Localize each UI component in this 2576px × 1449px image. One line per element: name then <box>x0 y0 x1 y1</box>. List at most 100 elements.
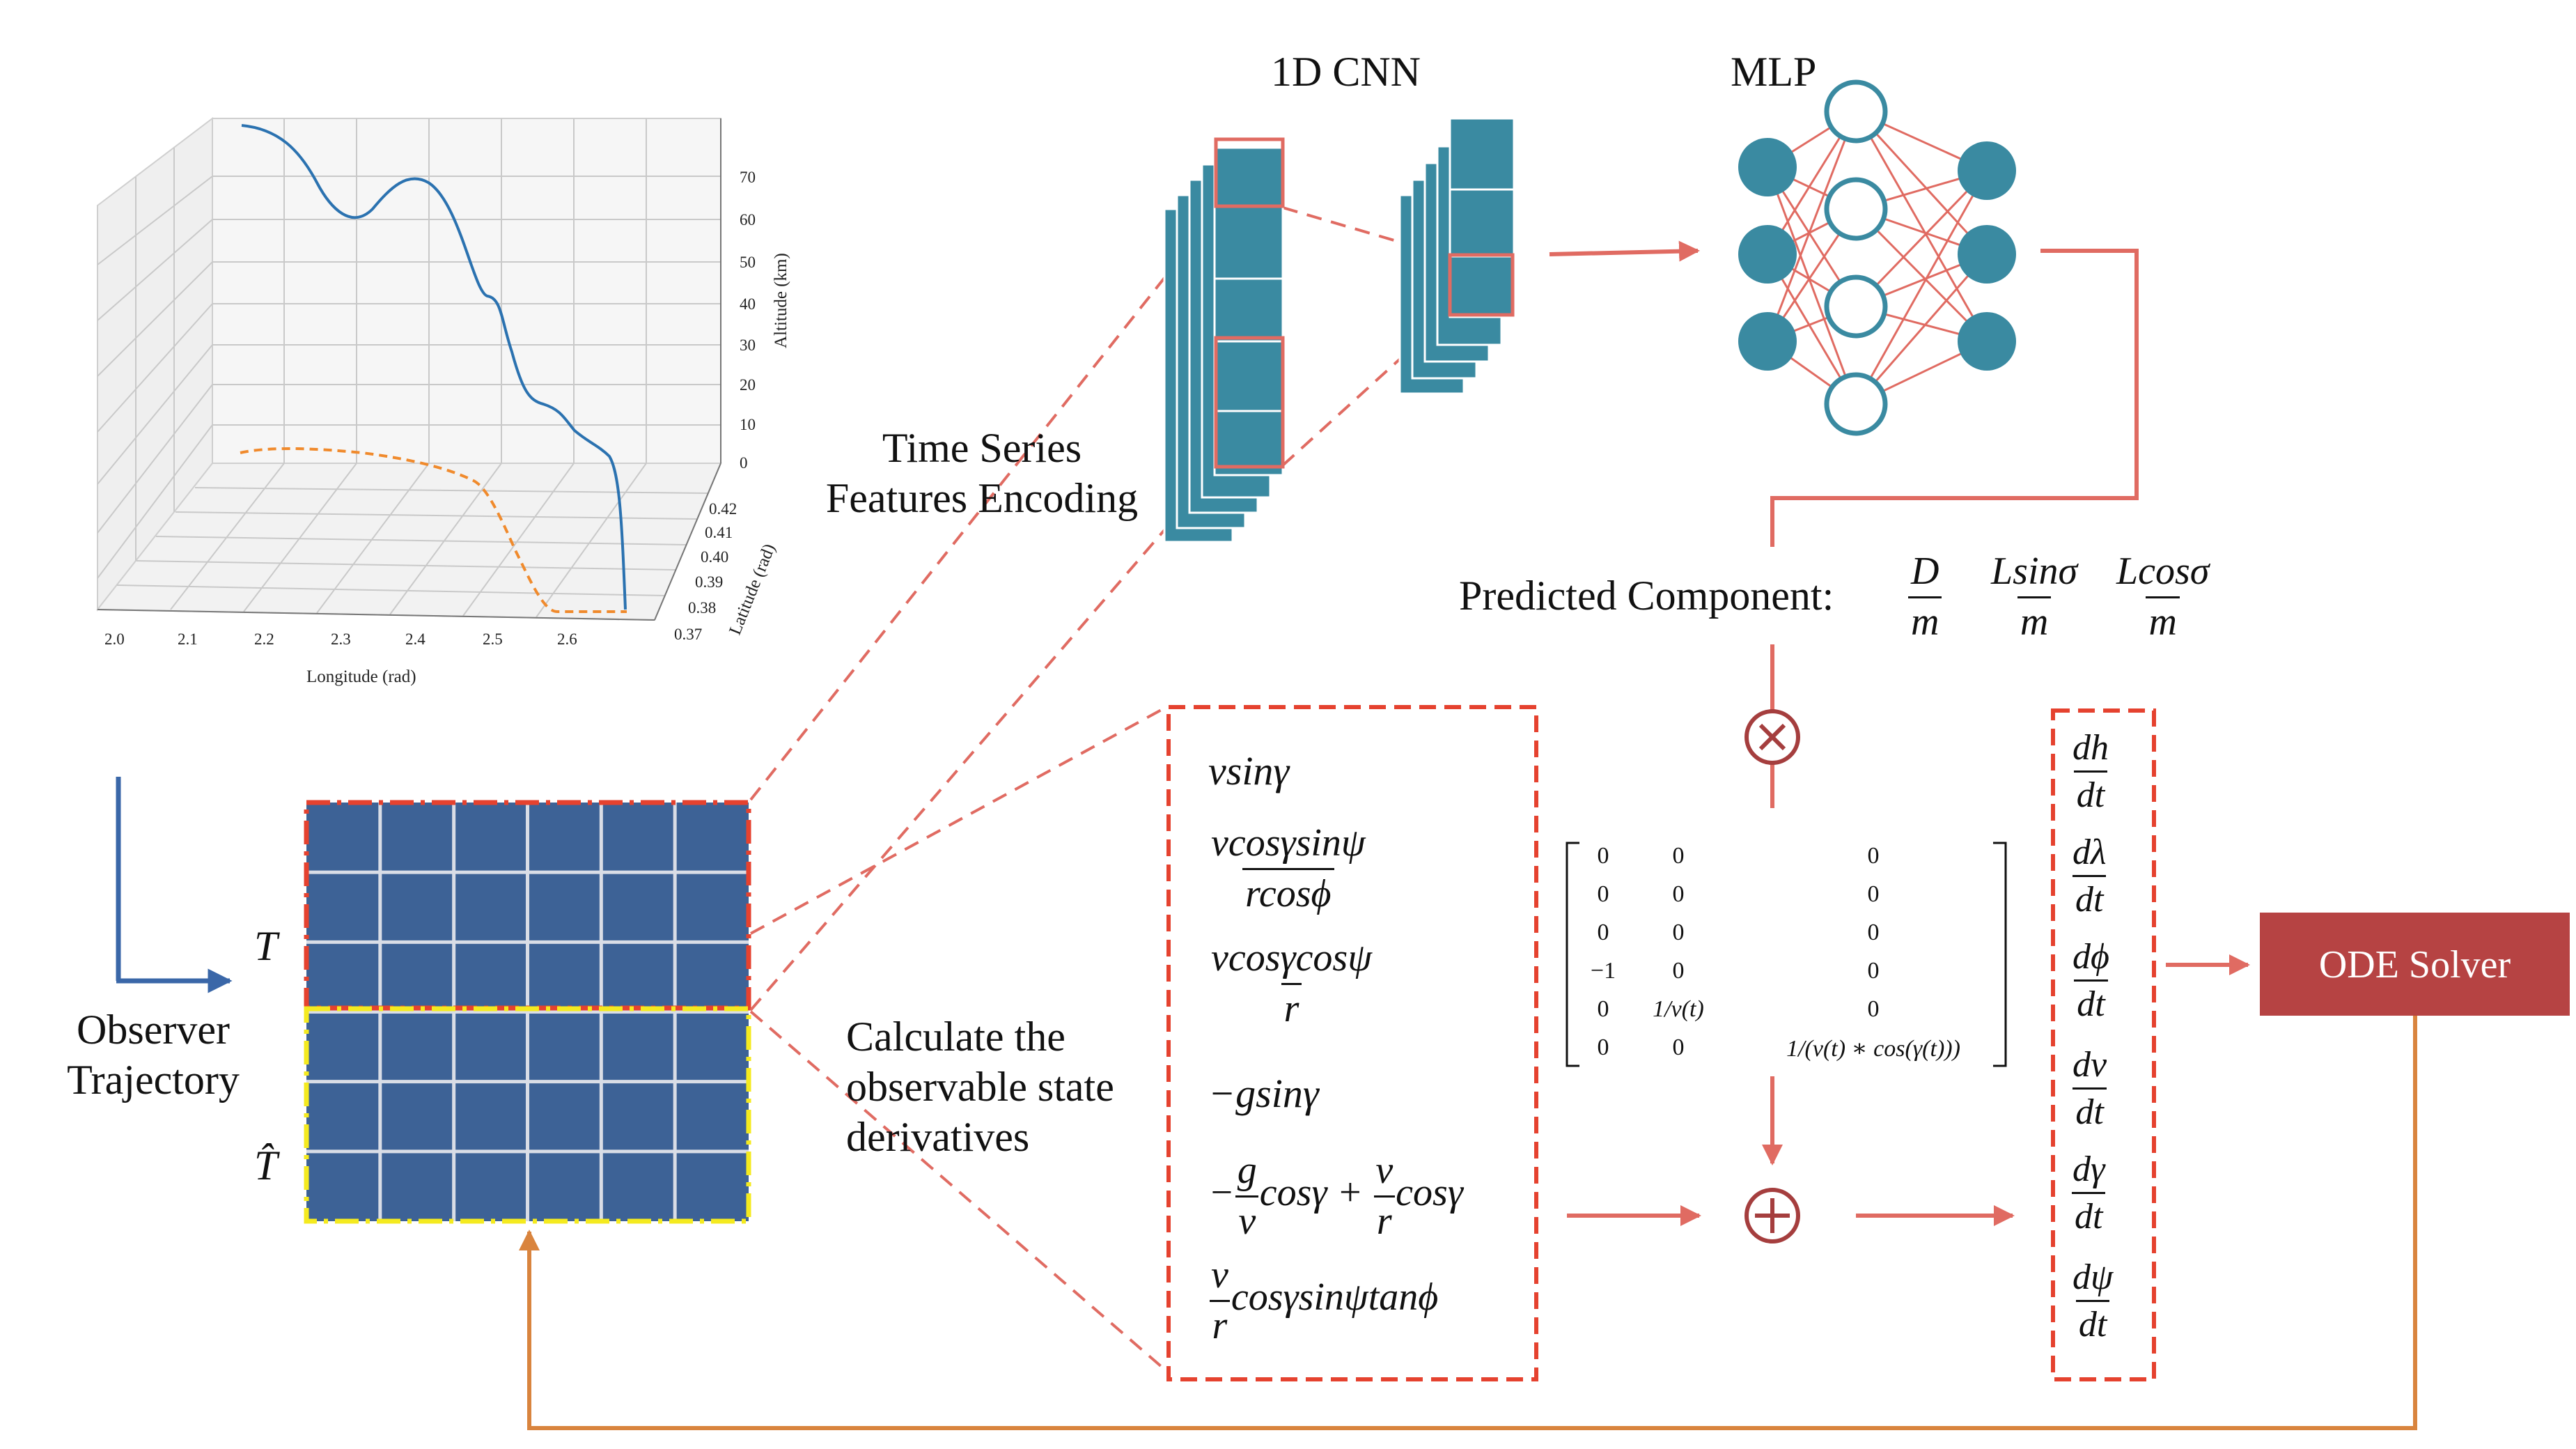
cnn-stack-2 <box>1398 117 1515 395</box>
matrix-cell: 0 <box>1867 843 1880 869</box>
matrix-right-bracket <box>1993 842 2007 1067</box>
mlp-output-node <box>1958 141 2016 200</box>
mlp-output-node <box>1958 225 2016 284</box>
mlp-hidden-node <box>1824 372 1888 436</box>
ode-solver-box <box>2260 913 2570 1016</box>
derivatives-box <box>2051 708 2156 1381</box>
z-tick-label: 10 <box>740 416 756 433</box>
x-tick-label: 2.5 <box>483 630 503 648</box>
trajectory-grid <box>306 803 749 1221</box>
That-symbol: T̂ <box>254 1142 278 1188</box>
cnn1-layer <box>1213 146 1284 476</box>
multiply-operator <box>1744 709 1800 765</box>
floor-grid <box>116 463 709 618</box>
matrix-cell: 0 <box>1597 920 1609 945</box>
mlp-edge <box>1766 166 1857 405</box>
mlp-edge <box>1855 111 1988 342</box>
mlp-edge <box>1766 111 1857 342</box>
eq-4: −gsinγ <box>1208 1071 1319 1116</box>
z-tick-label: 70 <box>740 169 756 186</box>
matrix-cell: 0 <box>1867 996 1880 1022</box>
mlp-hidden-node <box>1824 177 1888 241</box>
cnn-stack-1 <box>1163 137 1285 543</box>
matrix-cell: 0 <box>1867 881 1880 907</box>
eq-1: vsinγ <box>1208 748 1290 793</box>
state-equations-box <box>1166 705 1538 1381</box>
trajectory-3d-curve <box>241 124 627 610</box>
x-tick-label: 2.2 <box>254 630 274 648</box>
trajectory-projection-curve <box>240 447 627 613</box>
mlp-edge <box>1855 110 1988 256</box>
add-operator <box>1744 1188 1800 1243</box>
z-axis-label: Altitude (km) <box>772 253 790 348</box>
matrix-cell: 0 <box>1597 996 1609 1022</box>
matrix-cell: 0 <box>1597 881 1609 907</box>
matrix-cell: 0 <box>1672 958 1685 984</box>
x-tick-label: 2.3 <box>331 630 351 648</box>
calculate-label: Calculate the observable state derivativ… <box>846 1014 1114 1160</box>
matrix-cell: 0 <box>1867 920 1880 945</box>
y-tick-label: 0.38 <box>688 599 717 617</box>
cnn1-kernel-bottom <box>1214 336 1285 469</box>
y-tick-label: 0.42 <box>709 500 737 518</box>
matrix-cell: 1/v(t) <box>1653 996 1704 1022</box>
arrow-cnn-to-mlp <box>1549 240 1700 262</box>
matrix-cell: 0 <box>1672 920 1685 945</box>
left-wall-grid <box>97 148 213 579</box>
y-tick-label: 0.37 <box>674 626 703 643</box>
matrix-cell: 1/(v(t) ∗ cos(γ(t))) <box>1786 1036 1960 1062</box>
mlp-edge <box>1855 254 1988 405</box>
back-wall-grid <box>212 118 721 463</box>
mlp-hidden-node <box>1824 274 1888 339</box>
y-tick-label: 0.40 <box>701 548 729 566</box>
mlp-input-node <box>1738 312 1797 371</box>
feedback-line-ode-to-trajectory <box>519 1016 2417 1430</box>
trajectory-That-frame <box>304 1006 751 1224</box>
z-tick-label: 60 <box>740 211 756 228</box>
z-tick-label: 40 <box>740 295 756 313</box>
connector-cnn1-cnn2-upper <box>1282 206 1449 258</box>
connector-grid-eq-upper <box>750 706 1167 935</box>
matrix-cell: 0 <box>1597 843 1609 869</box>
plot-back-wall <box>212 118 721 464</box>
line-mlp-output <box>1770 249 2139 547</box>
mlp-output-node <box>1958 312 2016 371</box>
z-tick-label: 20 <box>740 376 756 394</box>
T-symbol: T <box>254 923 278 969</box>
mlp-input-node <box>1738 225 1797 284</box>
x-tick-label: 2.0 <box>104 630 125 648</box>
z-tick-label: 30 <box>740 336 756 354</box>
predicted-component-label: Predicted Component: <box>1459 573 1834 619</box>
connector-grid-cnn1-upper <box>749 206 1221 801</box>
mlp-network <box>1738 79 2016 436</box>
cnn-title: 1D CNN <box>1271 49 1421 95</box>
matrix-cell: 0 <box>1672 881 1685 907</box>
ode-solver-label[interactable]: ODE Solver <box>2318 943 2511 986</box>
mlp-edge <box>1855 170 1988 405</box>
x-tick-label: 2.6 <box>557 630 577 648</box>
connector-grid-eq-lower <box>749 1010 1168 1372</box>
mlp-hidden-node <box>1824 79 1888 144</box>
plot-3d <box>95 116 722 621</box>
observer-trajectory-label: Observer Trajectory <box>67 1007 240 1103</box>
mlp-input-node <box>1738 138 1797 196</box>
x-axis-label: Longitude (rad) <box>306 667 416 686</box>
matrix-cell: 0 <box>1597 1035 1609 1060</box>
mlp-title: MLP <box>1731 49 1817 95</box>
cnn2-kernel <box>1448 253 1515 317</box>
connector-grid-cnn1-lower <box>749 464 1221 1012</box>
